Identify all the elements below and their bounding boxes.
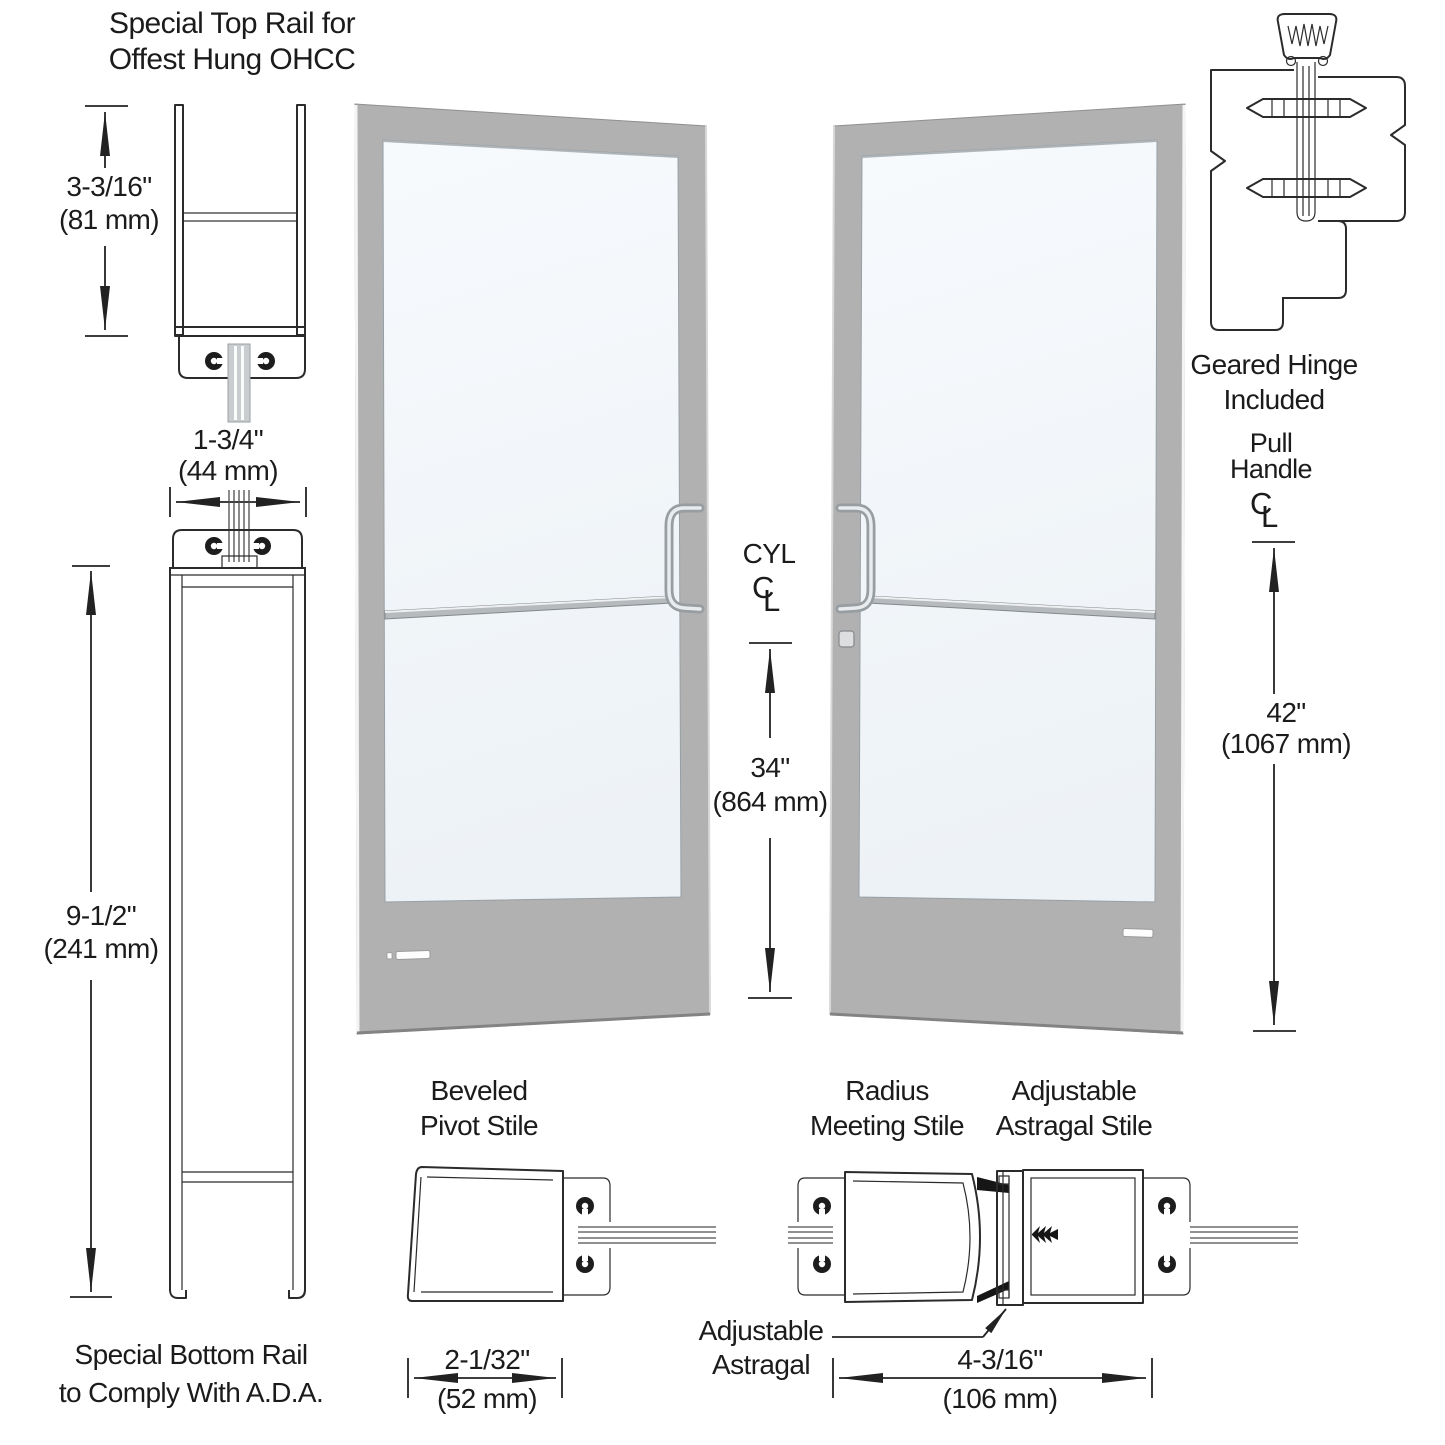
label-line: Pull (1249, 428, 1293, 458)
beveled-pivot-stile-drawing (406, 1166, 716, 1302)
dim-value-metric: (1067 mm) (1221, 728, 1352, 759)
label-line: Geared Hinge (1190, 349, 1358, 380)
dim-value: 9-1/2" (65, 900, 137, 931)
geared-hinge-drawing (1210, 13, 1406, 331)
pivot-stile-width-dimension (407, 1358, 563, 1398)
astragal-width-dimension (832, 1358, 1153, 1398)
gasket-icon (1158, 1253, 1176, 1273)
gasket-icon (813, 1197, 831, 1217)
gasket-icon (576, 1197, 594, 1217)
dim-value-metric: (106 mm) (942, 1383, 1059, 1414)
label-cyl: CYL (743, 537, 796, 570)
label-pull-handle: Pull Handle (1230, 428, 1313, 484)
gasket-icon (576, 1253, 594, 1273)
gasket-icon (251, 537, 271, 555)
dim-value: 2-1/32" (444, 1344, 530, 1375)
hinge-screw-icon (1246, 98, 1367, 118)
label-special-bottom-rail: Special Bottom Rail to Comply With A.D.A… (58, 1336, 324, 1412)
label-line: Pivot Stile (420, 1110, 539, 1141)
label-line: Beveled (430, 1075, 529, 1106)
dim-value-metric: (52 mm) (436, 1383, 538, 1414)
label-geared-hinge: Geared Hinge Included (1190, 347, 1358, 417)
centerline-c: C (1250, 486, 1273, 521)
dim-value: 42" (1266, 697, 1306, 728)
label-beveled-pivot-stile: Beveled Pivot Stile (420, 1073, 539, 1143)
meeting-stile-drawing (788, 1169, 1298, 1306)
dim-label-cyl-height: 34" (864 mm) (712, 751, 829, 819)
gasket-icon (205, 352, 225, 370)
label-line: Astragal (712, 1349, 811, 1380)
astragal-screw-icon (1032, 1226, 1058, 1243)
label-radius-meeting-stile: Radius Meeting Stile (809, 1073, 965, 1143)
dim-value: 34" (750, 752, 790, 783)
dim-label-pivot-stile-width: 2-1/32" (52 mm) (436, 1340, 538, 1418)
label-adjustable-astragal-stile: Adjustable Astragal Stile (996, 1073, 1153, 1143)
centerline-l: L (763, 583, 781, 618)
gasket-icon (813, 1253, 831, 1273)
centerline-icon: C L (752, 568, 788, 620)
left-door-pull-handle (664, 503, 705, 614)
bottom-rail-height-dimension (70, 565, 112, 1298)
right-door-pull-handle (835, 503, 876, 614)
dim-label-bottom-rail-height: 9-1/2" (241 mm) (43, 899, 160, 965)
door-thickness-dimension (169, 487, 307, 517)
dim-value: 4-3/16" (957, 1344, 1043, 1375)
gasket-icon (205, 537, 225, 555)
pull-handle-height-dimension (1252, 541, 1296, 1032)
label-line: Handle (1230, 454, 1313, 484)
dust-strike (1122, 927, 1154, 938)
label-special-top-rail: Special Top Rail for Offest Hung OHCC (109, 6, 356, 78)
gasket-icon (255, 352, 275, 370)
centerline-l: L (1261, 499, 1279, 534)
left-door-glass (382, 139, 682, 903)
left-door (354, 103, 711, 1035)
glass-section (227, 343, 251, 423)
label-line: to Comply With A.D.A. (58, 1377, 324, 1408)
dim-label-astragal-width: 4-3/16" (106 mm) (942, 1340, 1059, 1418)
dim-label-door-thickness: 1-3/4" (44 mm) (177, 424, 279, 486)
label-line: Included (1223, 384, 1325, 415)
right-door (829, 103, 1186, 1035)
label-line: Offest Hung OHCC (108, 43, 356, 76)
centerline-icon: C L (1250, 484, 1286, 536)
dim-label-top-rail-height: 3-3/16" (81 mm) (58, 170, 160, 236)
dim-value-metric: (864 mm) (712, 786, 829, 817)
dust-strike (386, 949, 431, 961)
dim-value: 1-3/4" (192, 424, 264, 455)
label-line: Adjustable (698, 1315, 824, 1346)
gasket-icon (1158, 1197, 1176, 1217)
cylinder-lock (838, 630, 855, 648)
hinge-screw-icon (1246, 178, 1367, 198)
label-adjustable-astragal: Adjustable Astragal (699, 1314, 824, 1382)
top-rail-height-dimension (85, 105, 128, 337)
bottom-rail-section-drawing (168, 490, 307, 1299)
astragal-gasket (977, 1177, 1009, 1193)
label-line: Special Bottom Rail (74, 1339, 309, 1370)
label-line: Meeting Stile (809, 1110, 965, 1141)
centerline-c: C (752, 570, 775, 605)
label-line: Special Top Rail for (109, 7, 356, 40)
right-door-glass (858, 139, 1158, 903)
astragal-gasket (977, 1281, 1009, 1303)
dim-value: 3-3/16" (66, 171, 152, 202)
dim-label-pull-height: 42" (1067 mm) (1221, 697, 1352, 759)
label-line: Radius (845, 1075, 929, 1106)
dim-value-metric: (44 mm) (177, 455, 279, 486)
label-line: Adjustable (1011, 1075, 1137, 1106)
dim-value-metric: (81 mm) (58, 204, 160, 235)
label-line: CYL (742, 538, 796, 569)
dim-value-metric: (241 mm) (43, 933, 160, 964)
cyl-height-dimension (748, 642, 792, 999)
top-rail-section-drawing (174, 104, 306, 423)
adjustable-astragal-leader (832, 1308, 1007, 1338)
label-line: Astragal Stile (995, 1110, 1153, 1141)
